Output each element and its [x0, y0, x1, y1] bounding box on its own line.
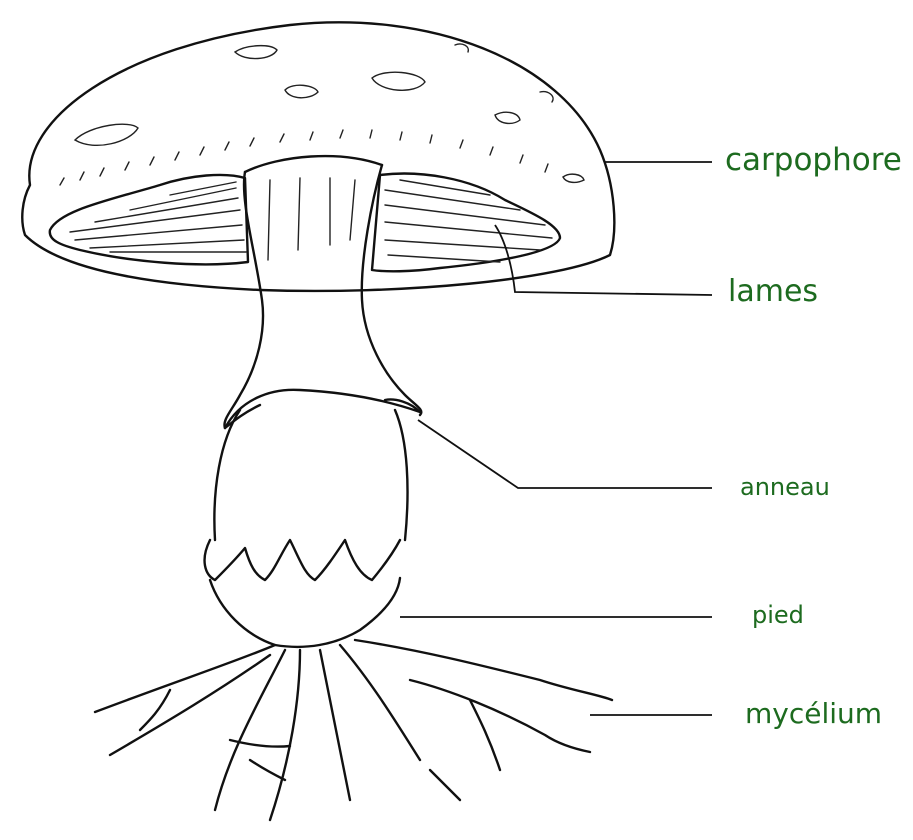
label-mycelium: mycélium — [745, 700, 882, 728]
leader-lines — [400, 162, 712, 715]
label-pied: pied — [752, 603, 804, 627]
mushroom-stem — [205, 156, 422, 647]
label-lames: lames — [728, 277, 818, 307]
leader-ring — [418, 420, 712, 488]
label-anneau: anneau — [740, 475, 830, 499]
mycelium-roots — [95, 640, 612, 820]
mushroom-gills — [50, 174, 560, 272]
label-carpophore: carpophore — [725, 145, 902, 176]
